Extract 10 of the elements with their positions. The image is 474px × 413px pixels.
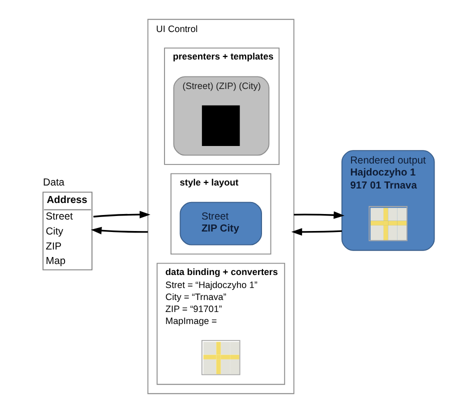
node-box [201,105,240,146]
arrow [293,211,344,219]
arrow [290,228,342,236]
cluster: Rendered output Hajdoczyho 1 917 01 Trnava [340,150,434,251]
arrow [92,210,150,218]
arrow [90,226,148,234]
node-label: Data [42,178,64,189]
cluster: data binding + converters Stret = “Hajdoczyho 1” City = “Trnava” ZIP = “91701” MapImage = [156,262,285,385]
node-box: Street ZIP City [179,202,262,246]
cluster: (Street) (ZIP) (City) [172,76,269,156]
